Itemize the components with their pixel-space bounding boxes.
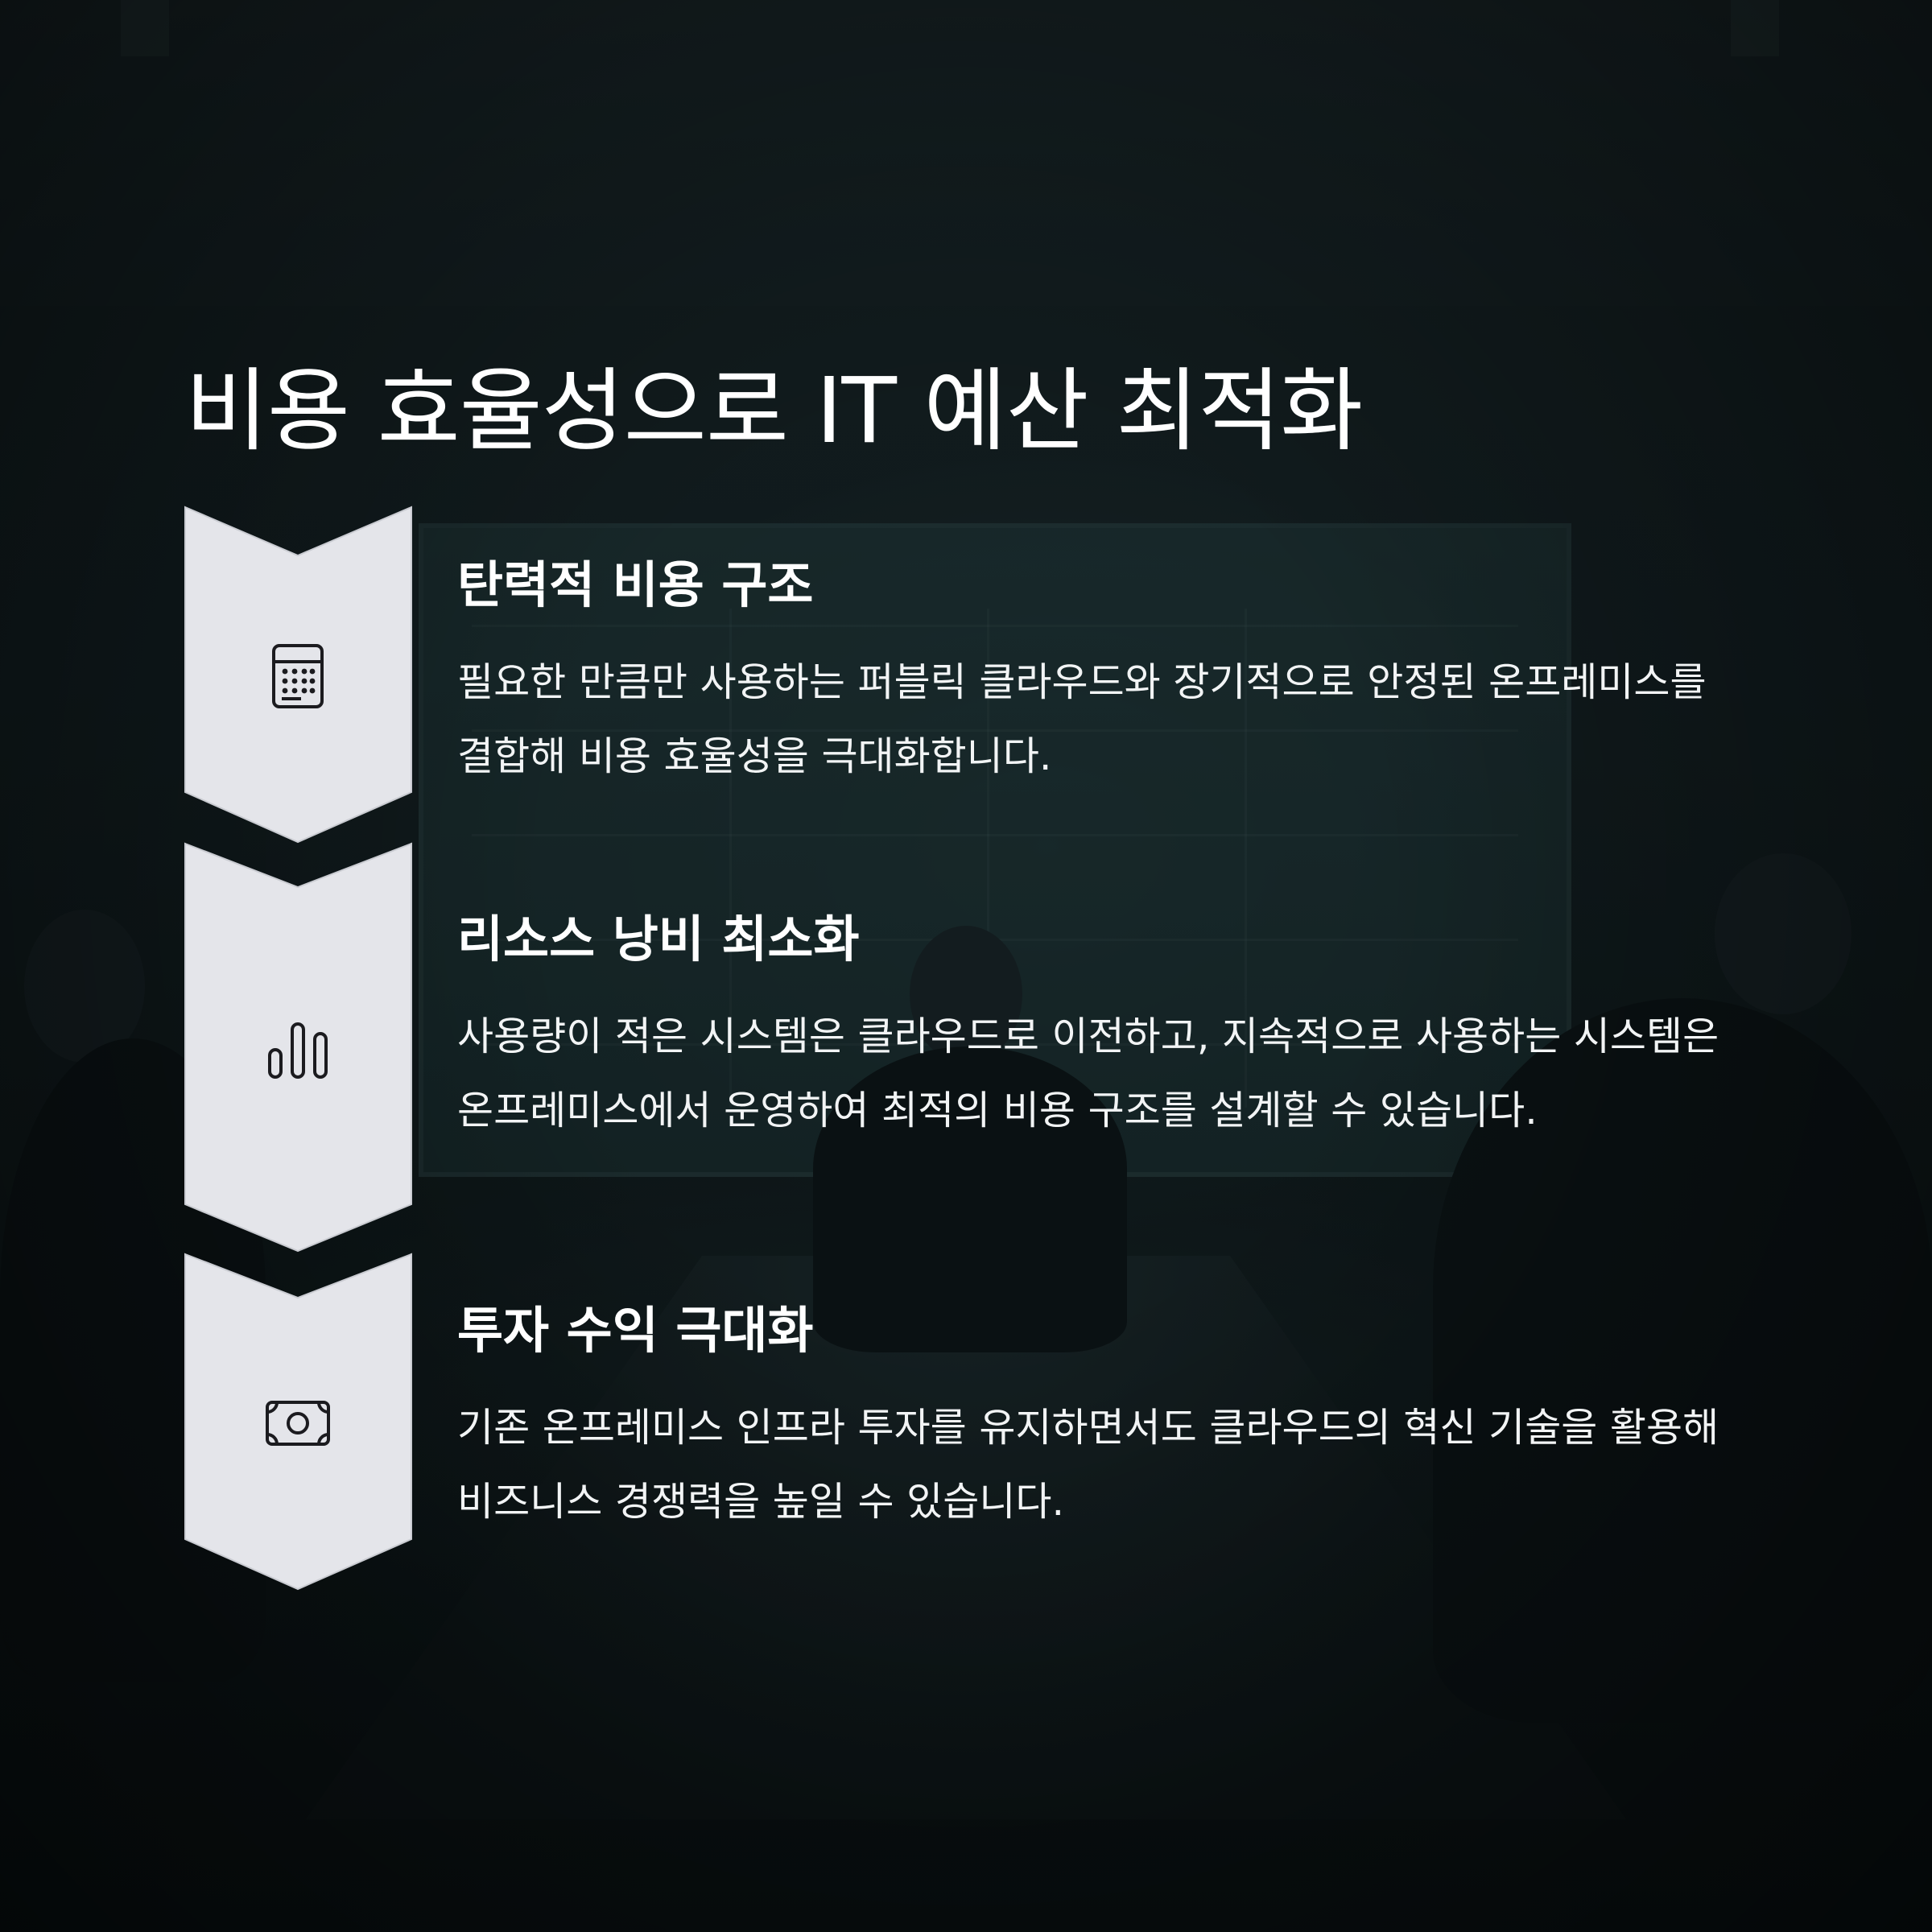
page-title: 비용 효율성으로 IT 예산 최적화 bbox=[185, 359, 1363, 464]
banknote-icon bbox=[266, 1391, 330, 1455]
chevron-step-3 bbox=[184, 1253, 413, 1592]
chevron-step-1 bbox=[184, 506, 413, 845]
step-3-heading: 투자 수익 극대화 bbox=[457, 1301, 814, 1360]
step-1-heading: 탄력적 비용 구조 bbox=[457, 555, 814, 614]
step-1-body: 필요한 만큼만 사용하는 퍼블릭 클라우드와 장기적으로 안정된 온프레미스를 … bbox=[457, 659, 1707, 780]
step-2-body: 사용량이 적은 시스템은 클라우드로 이전하고, 지속적으로 사용하는 시스템은… bbox=[457, 1013, 1719, 1134]
step-2-heading: 리소스 낭비 최소화 bbox=[457, 910, 860, 968]
step-1-content: 탄력적 비용 구조 필요한 만큼만 사용하는 퍼블릭 클라우드와 장기적으로 안… bbox=[457, 555, 1737, 794]
step-2-content: 리소스 낭비 최소화 사용량이 적은 시스템은 클라우드로 이전하고, 지속적으… bbox=[457, 910, 1737, 1148]
chevron-step-2 bbox=[184, 842, 413, 1254]
step-3-content: 투자 수익 극대화 기존 온프레미스 인프라 투자를 유지하면서도 클라우드의 … bbox=[457, 1301, 1737, 1539]
step-3-body: 기존 온프레미스 인프라 투자를 유지하면서도 클라우드의 혁신 기술을 활용해… bbox=[457, 1405, 1719, 1525]
calculator-icon bbox=[266, 644, 330, 708]
bar-chart-icon bbox=[266, 1016, 330, 1080]
